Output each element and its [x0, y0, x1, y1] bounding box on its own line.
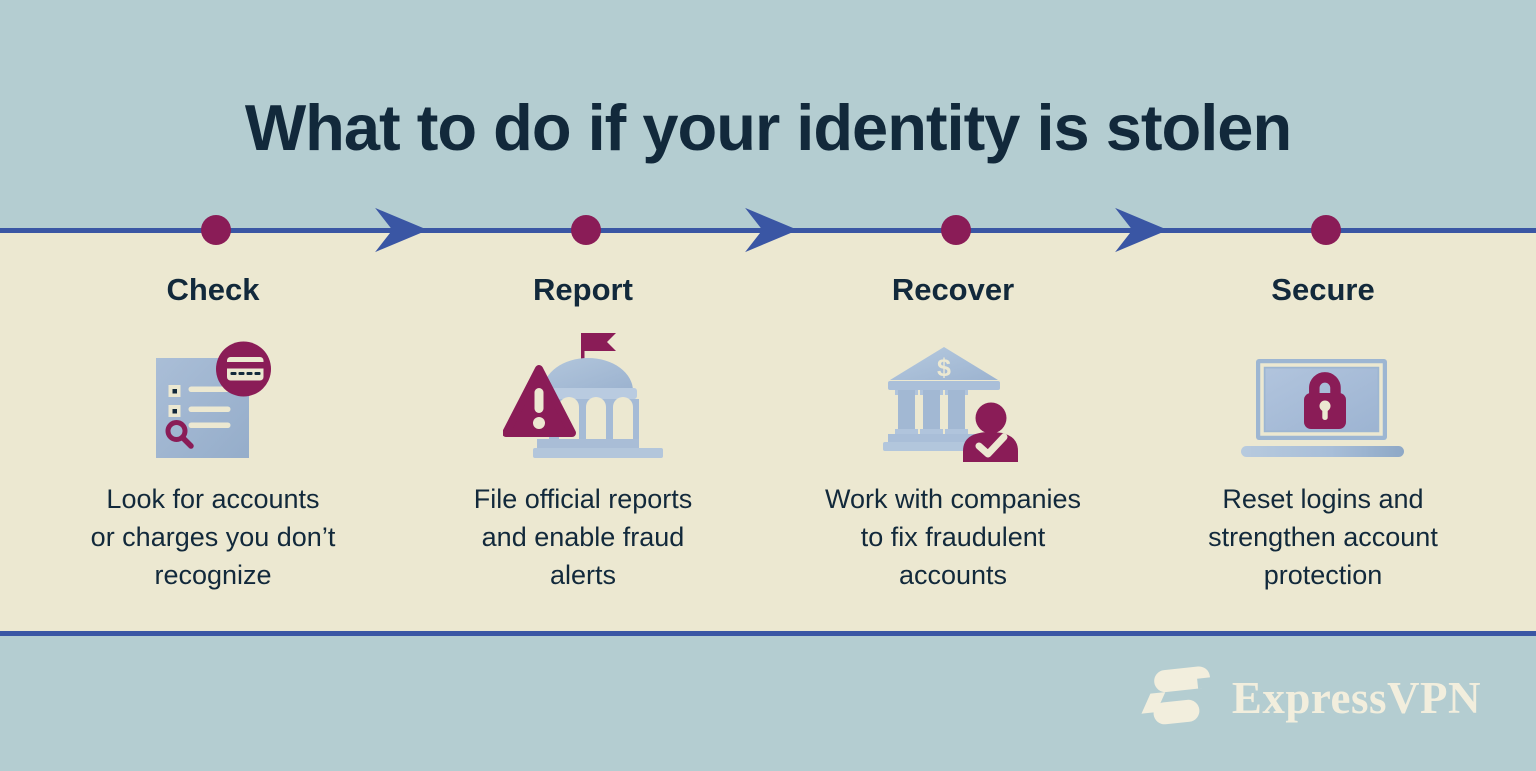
arrow-right-icon: [375, 207, 428, 253]
timeline-dot: [1311, 215, 1341, 245]
step-report: Report: [398, 233, 768, 594]
steps-row: Check: [28, 233, 1508, 594]
flag-icon: [581, 333, 616, 361]
arrow-right-icon: [1115, 207, 1168, 253]
government-building-warning-icon: [503, 333, 663, 458]
arrow-right-icon: [745, 207, 798, 253]
credit-card-badge-icon: [216, 341, 271, 397]
timeline-dot: [571, 215, 601, 245]
footer-divider-line: [0, 631, 1536, 636]
step-label: Secure: [1271, 272, 1375, 307]
step-label: Check: [166, 272, 260, 307]
step-recover: Recover $: [768, 233, 1138, 594]
brand-wordmark: ExpressVPN: [1231, 673, 1481, 723]
dollar-sign: $: [937, 354, 951, 382]
footer-brand: ExpressVPN: [1138, 663, 1481, 733]
timeline-dot: [941, 215, 971, 245]
warning-triangle-icon: [503, 365, 576, 437]
step-description: Work with companies to fix fraudulent ac…: [824, 484, 1082, 590]
timeline-dot: [201, 215, 231, 245]
step-description: Look for accounts or charges you don’t r…: [90, 484, 336, 590]
bank-shape: $: [883, 347, 1005, 451]
bank-person-check-icon: $: [883, 347, 1018, 462]
document-creditcard-magnifier-icon: [156, 341, 271, 458]
step-label: Report: [533, 272, 633, 307]
step-label: Recover: [891, 272, 1015, 307]
magnifier-icon: [165, 420, 194, 449]
expressvpn-logo-icon: [1141, 666, 1213, 725]
step-icon-box: [28, 333, 398, 463]
step-icon-box: [1138, 333, 1508, 463]
page-title: What to do if your identity is stolen: [244, 91, 1292, 164]
padlock-icon: [1303, 372, 1346, 429]
step-description: File official reports and enable fraud a…: [473, 484, 693, 590]
person-check-icon: [963, 402, 1018, 462]
step-description: Reset logins and strengthen account prot…: [1208, 484, 1438, 590]
step-icon-box: $: [768, 333, 1138, 463]
laptop-padlock-icon: [1240, 359, 1404, 457]
step-check: Check: [28, 233, 398, 594]
step-icon-box: [398, 333, 768, 463]
step-secure: Secure: [1138, 233, 1508, 594]
